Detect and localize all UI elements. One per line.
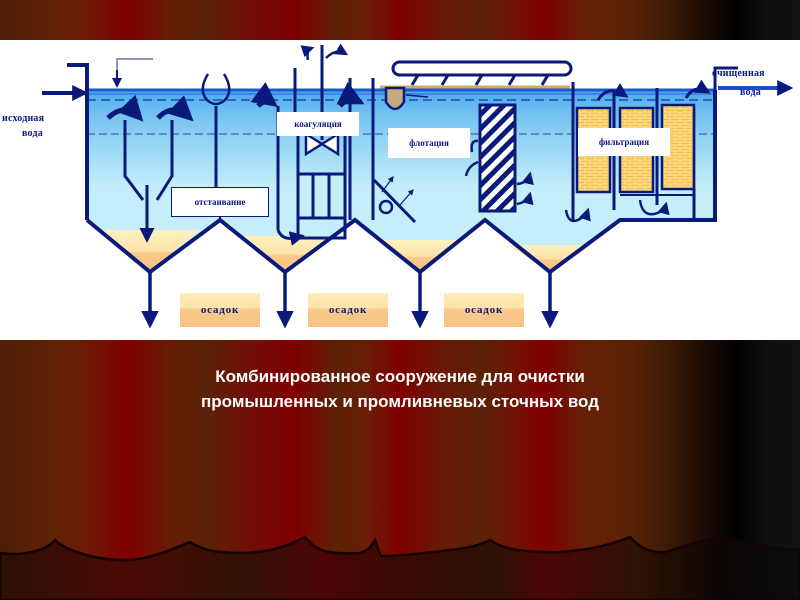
inlet-label-line1: исходная (2, 113, 45, 124)
caption-line-2: промышленных и промливневых сточных вод (201, 392, 599, 411)
treatment-plant-diagram (42, 43, 794, 329)
stage-label-filtration: фильтрация (578, 128, 670, 156)
outlet-label-line2: вода (740, 87, 761, 98)
outlet-label-line1: очищенная (712, 68, 765, 79)
sludge-label-2: осадок (308, 293, 388, 327)
caption-line-1: Комбинированное сооружение для очистки (215, 367, 585, 386)
inlet-label-line2: вода (22, 128, 43, 139)
slide-caption: Комбинированное сооружение для очистки п… (150, 364, 650, 414)
stage-label-settling: отстаивание (171, 187, 269, 217)
stage-label-coagulation: коагуляция (277, 112, 359, 136)
sludge-label-1: осадок (180, 293, 260, 327)
sludge-label-3: осадок (444, 293, 524, 327)
diagram-panel: исходная вода очищенная вода отстаивание… (0, 40, 800, 340)
stage-label-flotation: флотация (388, 128, 470, 158)
